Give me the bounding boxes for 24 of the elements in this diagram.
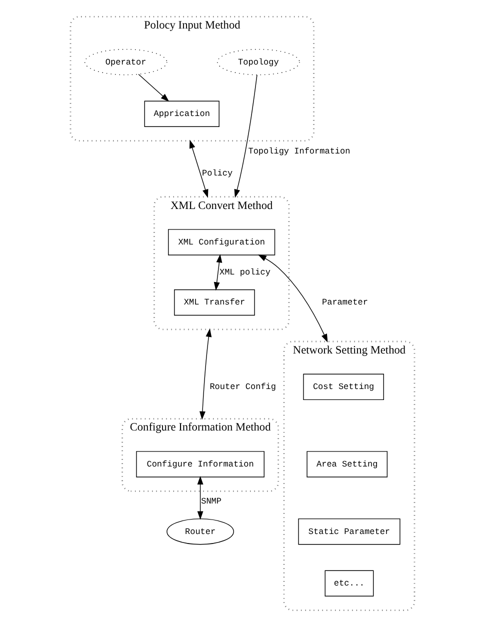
arrow (138, 74, 169, 102)
arrow (257, 254, 328, 342)
arrow (199, 328, 212, 420)
edge-label: Router Config (209, 382, 276, 392)
edge-label: XML policy (218, 268, 270, 278)
node-box: etc... (324, 570, 374, 596)
arrow (234, 74, 257, 198)
arrow (188, 140, 208, 198)
arrow (196, 476, 203, 520)
edge-label: Parameter (322, 298, 368, 308)
node-ellipse: Router (166, 518, 234, 545)
node-ellipse: Topology (216, 48, 300, 76)
node-box: Static Parameter (298, 518, 400, 545)
node-ellipse: Operator (84, 48, 167, 76)
edge-label: Topoligy Information (248, 146, 350, 156)
node-box: Area Setting (306, 451, 388, 478)
node-box: Cost Setting (302, 374, 384, 400)
node-box: XML Transfer (174, 289, 254, 316)
node-box: Apprication (144, 100, 219, 127)
arrow (213, 254, 222, 291)
edge-label: SNMP (200, 496, 221, 507)
edge-label: Policy (202, 168, 232, 178)
node-box: Configure Information (136, 451, 264, 478)
node-box: XML Configuration (168, 229, 275, 256)
